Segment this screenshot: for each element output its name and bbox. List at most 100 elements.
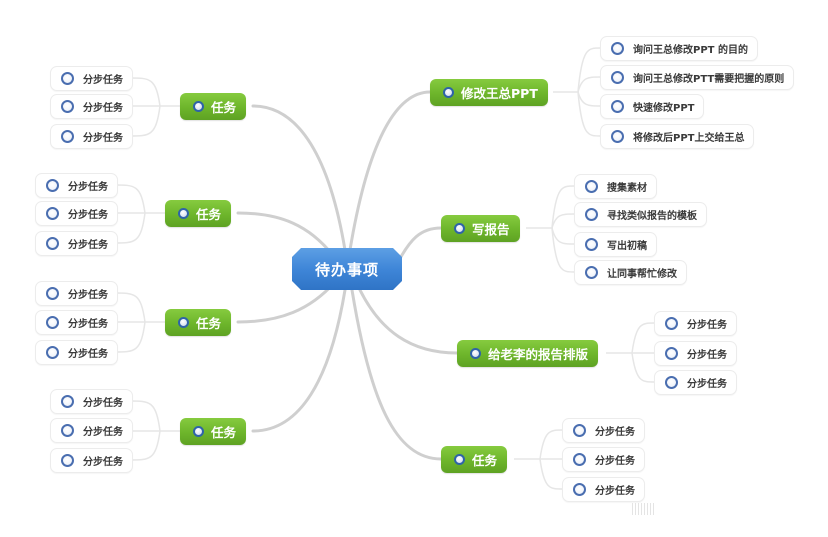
subtask-node[interactable]: 分步任务 [50,448,133,473]
left-topic-1[interactable]: 任务 [180,93,247,120]
subtask-label: 询问王总修改PTT需要把握的原则 [633,74,785,85]
subtask-node[interactable]: 分步任务 [562,418,645,443]
subtask-label: 分步任务 [68,210,108,221]
task-ring-icon [61,130,74,143]
task-ring-icon [585,266,598,279]
subtask-node[interactable]: 分步任务 [35,231,118,256]
topic-marker-icon [454,454,465,465]
subtask-node[interactable]: 分步任务 [654,311,737,336]
topic-label: 写报告 [472,222,510,237]
subtask-label: 将修改后PPT上交给王总 [633,133,745,144]
task-ring-icon [46,207,59,220]
subtask-node[interactable]: 询问王总修改PTT需要把握的原则 [600,65,795,90]
right-topic-revise-ppt[interactable]: 修改王总PPT [430,79,548,106]
subtask-node[interactable]: 写出初稿 [574,232,657,257]
subtask-label: 分步任务 [83,427,123,438]
topic-marker-icon [443,87,454,98]
task-ring-icon [61,454,74,467]
subtask-node[interactable]: 分步任务 [35,281,118,306]
subtask-node[interactable]: 快速修改PPT [600,94,705,119]
right-topic-write-report[interactable]: 写报告 [441,215,520,242]
task-ring-icon [611,100,624,113]
task-ring-icon [46,287,59,300]
subtask-label: 分步任务 [595,427,635,438]
subtask-label: 分步任务 [595,486,635,497]
topic-marker-icon [178,208,189,219]
right-topic-format-report[interactable]: 给老李的报告排版 [457,340,599,367]
subtask-label: 分步任务 [68,182,108,193]
task-ring-icon [61,395,74,408]
subtask-label: 询问王总修改PPT 的目的 [633,45,748,56]
right-topic-4[interactable]: 任务 [441,446,508,473]
task-ring-icon [46,237,59,250]
central-topic[interactable]: 待办事项 [292,248,402,290]
task-ring-icon [61,100,74,113]
task-ring-icon [61,424,74,437]
task-ring-icon [665,376,678,389]
task-ring-icon [46,179,59,192]
subtask-node[interactable]: 分步任务 [654,370,737,395]
subtask-label: 分步任务 [83,457,123,468]
subtask-label: 写出初稿 [607,241,647,252]
subtask-label: 分步任务 [83,398,123,409]
task-ring-icon [585,180,598,193]
topic-marker-icon [193,101,204,112]
task-ring-icon [573,424,586,437]
subtask-node[interactable]: 分步任务 [50,418,133,443]
task-ring-icon [61,72,74,85]
task-ring-icon [665,347,678,360]
subtask-label: 快速修改PPT [633,103,695,114]
topic-label: 任务 [196,207,222,222]
subtask-label: 分步任务 [68,349,108,360]
topic-marker-icon [454,223,465,234]
task-ring-icon [585,208,598,221]
topic-label: 任务 [211,100,237,115]
topic-label: 任务 [196,316,222,331]
subtask-node[interactable]: 将修改后PPT上交给王总 [600,124,755,149]
subtask-node[interactable]: 分步任务 [50,66,133,91]
task-ring-icon [573,483,586,496]
task-ring-icon [585,238,598,251]
subtask-node[interactable]: 分步任务 [562,477,645,502]
task-ring-icon [46,316,59,329]
subtask-label: 分步任务 [595,456,635,467]
subtask-node[interactable]: 分步任务 [35,310,118,335]
topic-marker-icon [470,348,481,359]
central-topic-label: 待办事项 [314,260,379,279]
subtask-node[interactable]: 寻找类似报告的模板 [574,202,707,227]
topic-label: 给老李的报告排版 [488,347,589,362]
left-topic-3[interactable]: 任务 [165,309,232,336]
task-ring-icon [611,42,624,55]
subtask-label: 分步任务 [68,240,108,251]
topic-marker-icon [178,317,189,328]
subtask-label: 分步任务 [83,103,123,114]
subtask-node[interactable]: 询问王总修改PPT 的目的 [600,36,758,61]
subtask-node[interactable]: 分步任务 [50,94,133,119]
subtask-label: 分步任务 [687,379,727,390]
subtask-node[interactable]: 让同事帮忙修改 [574,260,687,285]
subtask-node[interactable]: 分步任务 [654,341,737,366]
subtask-label: 寻找类似报告的模板 [607,211,697,222]
subtask-label: 分步任务 [83,75,123,86]
subtask-node[interactable]: 分步任务 [562,447,645,472]
task-ring-icon [665,317,678,330]
subtask-label: 搜集素材 [607,183,647,194]
subtask-label: 分步任务 [68,319,108,330]
subtask-node[interactable]: 分步任务 [50,124,133,149]
subtask-node[interactable]: 分步任务 [35,340,118,365]
subtask-node[interactable]: 搜集素材 [574,174,657,199]
topic-label: 任务 [211,425,237,440]
subtask-node[interactable]: 分步任务 [35,173,118,198]
watermark-mark [632,503,654,515]
topic-label: 修改王总PPT [461,86,538,101]
task-ring-icon [46,346,59,359]
left-topic-4[interactable]: 任务 [180,418,247,445]
subtask-label: 分步任务 [83,133,123,144]
subtask-node[interactable]: 分步任务 [35,201,118,226]
topic-label: 任务 [472,453,498,468]
left-topic-2[interactable]: 任务 [165,200,232,227]
task-ring-icon [611,71,624,84]
subtask-label: 让同事帮忙修改 [607,269,677,280]
subtask-label: 分步任务 [687,320,727,331]
subtask-node[interactable]: 分步任务 [50,389,133,414]
